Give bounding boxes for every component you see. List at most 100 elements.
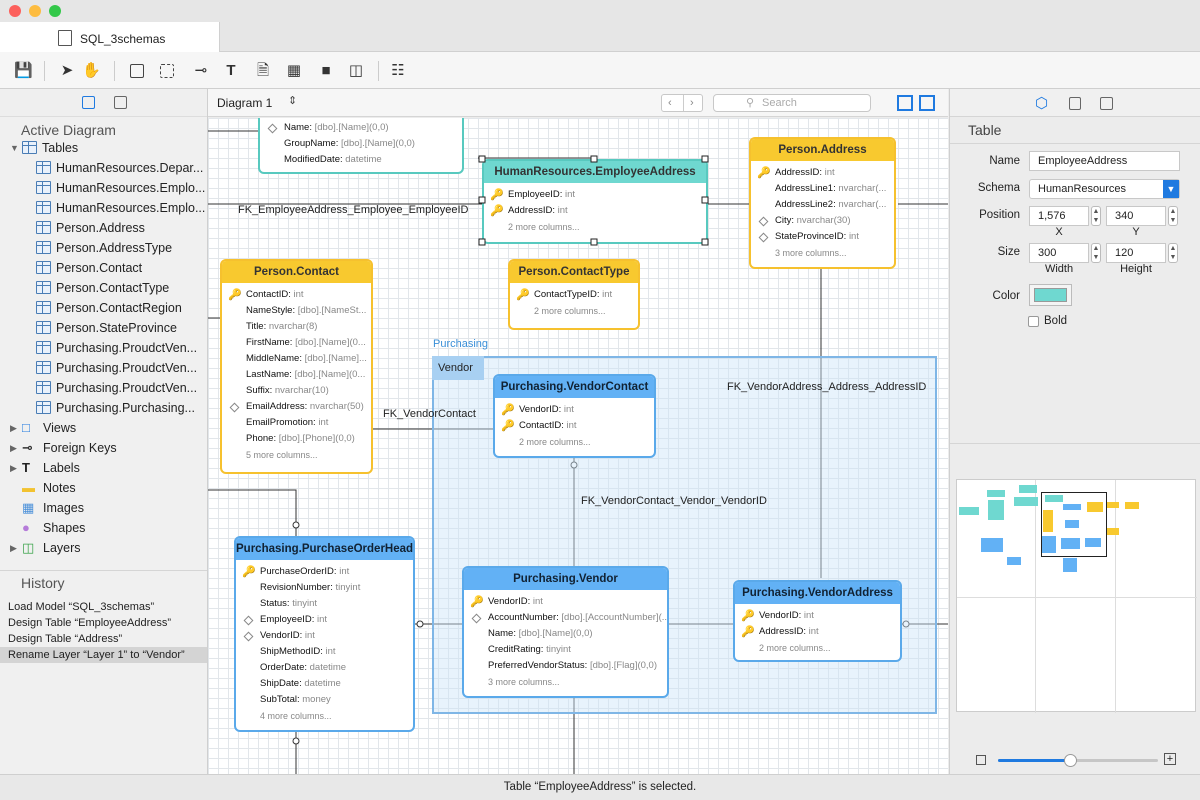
- width-stepper[interactable]: ▲▼: [1091, 243, 1101, 263]
- tree-group-views[interactable]: ▶□Views: [0, 418, 207, 438]
- position-y-field[interactable]: 340: [1106, 206, 1166, 226]
- tree-item-table[interactable]: Purchasing.ProudctVen...: [0, 378, 207, 398]
- disclosure-closed-icon[interactable]: ▶: [10, 443, 17, 453]
- column-row[interactable]: EmailAddress: nvarchar(50): [222, 399, 371, 415]
- column-row[interactable]: AccountNumber: [dbo].[AccountNumber](...: [464, 610, 667, 626]
- zoom-out-icon[interactable]: [976, 755, 986, 765]
- column-row[interactable]: CreditRating: tinyint: [464, 642, 667, 658]
- tree-group-layers[interactable]: ▶◫Layers: [0, 538, 207, 558]
- fk-label[interactable]: FK_EmployeeAddress_Employee_EmployeeID: [238, 204, 469, 216]
- table-card-vendor-address[interactable]: Purchasing.VendorAddress 🔑VendorID: int🔑…: [733, 580, 902, 662]
- diagram-list-icon[interactable]: [114, 96, 127, 109]
- zoom-in-icon[interactable]: +: [1164, 753, 1176, 765]
- table-card-vendor-contact[interactable]: Purchasing.VendorContact 🔑VendorID: int🔑…: [493, 374, 656, 458]
- table-inspector-icon[interactable]: ⬡: [1035, 95, 1049, 112]
- column-row[interactable]: RevisionNumber: tinyint: [236, 580, 413, 596]
- column-row[interactable]: MiddleName: [dbo].[Name]...: [222, 351, 371, 367]
- search-input[interactable]: ⚲ Search: [713, 94, 871, 112]
- column-row[interactable]: VendorID: int: [236, 628, 413, 644]
- table-tool-icon[interactable]: [130, 64, 144, 78]
- diagram-objects-icon[interactable]: [82, 96, 95, 109]
- tree-item-table[interactable]: Person.Address: [0, 218, 207, 238]
- tree-group-shapes[interactable]: ●Shapes: [0, 518, 207, 538]
- column-row[interactable]: StateProvinceID: int: [751, 229, 894, 245]
- color-well[interactable]: [1029, 284, 1072, 306]
- column-row[interactable]: 🔑ContactTypeID: int: [510, 287, 638, 303]
- column-row[interactable]: ModifiedDate: datetime: [260, 152, 462, 168]
- column-row[interactable]: EmailPromotion: int: [222, 415, 371, 431]
- column-row[interactable]: ShipDate: datetime: [236, 676, 413, 692]
- tree-item-table[interactable]: HumanResources.Emplo...: [0, 198, 207, 218]
- toggle-left-panel-icon[interactable]: [897, 95, 913, 111]
- tree-item-table[interactable]: Person.Contact: [0, 258, 207, 278]
- position-x-field[interactable]: 1,576: [1029, 206, 1089, 226]
- column-row[interactable]: 🔑PurchaseOrderID: int: [236, 564, 413, 580]
- tree-item-table[interactable]: HumanResources.Emplo...: [0, 178, 207, 198]
- diagram-canvas[interactable]: Vendor Purchasing Name: [dbo].[Name](0,0…: [208, 118, 948, 774]
- column-row[interactable]: NameStyle: [dbo].[NameSt...: [222, 303, 371, 319]
- position-y-stepper[interactable]: ▲▼: [1168, 206, 1178, 226]
- name-field[interactable]: EmployeeAddress: [1029, 151, 1180, 171]
- tree-item-table[interactable]: Purchasing.ProudctVen...: [0, 358, 207, 378]
- column-row[interactable]: Name: [dbo].[Name](0,0): [260, 120, 462, 136]
- tree-item-table[interactable]: Purchasing.ProudctVen...: [0, 338, 207, 358]
- column-row[interactable]: 🔑VendorID: int: [495, 402, 654, 418]
- tree-tables-group[interactable]: ▼Tables: [0, 138, 207, 158]
- column-row[interactable]: Phone: [dbo].[Phone](0,0): [222, 431, 371, 447]
- zoom-slider[interactable]: [998, 754, 1158, 767]
- position-x-stepper[interactable]: ▲▼: [1091, 206, 1101, 226]
- more-columns-link[interactable]: 4 more columns...: [260, 711, 332, 721]
- tree-item-table[interactable]: Person.StateProvince: [0, 318, 207, 338]
- tree-group-images[interactable]: ▦Images: [0, 498, 207, 518]
- diagram-inspector-icon[interactable]: [1069, 97, 1081, 110]
- column-row[interactable]: 🔑AddressID: int: [751, 165, 894, 181]
- view-tool-icon[interactable]: [160, 64, 174, 78]
- auto-layout-icon[interactable]: ☷: [391, 62, 405, 79]
- schema-select[interactable]: HumanResources ▼: [1029, 179, 1180, 199]
- column-row[interactable]: ShipMethodID: int: [236, 644, 413, 660]
- layer-tool-icon[interactable]: ◫: [348, 62, 364, 79]
- height-stepper[interactable]: ▲▼: [1168, 243, 1178, 263]
- disclosure-open-icon[interactable]: ▼: [10, 143, 19, 153]
- foreign-key-tool-icon[interactable]: ⊸: [194, 62, 208, 79]
- diagram-selector-chevron-icon[interactable]: ⇕: [288, 95, 298, 107]
- close-window-button[interactable]: [9, 5, 21, 17]
- fk-label[interactable]: FK_VendorAddress_Address_AddressID: [727, 381, 927, 393]
- document-tab[interactable]: SQL_3schemas: [0, 22, 220, 52]
- fk-label[interactable]: FK_VendorContact: [383, 408, 476, 420]
- more-columns-link[interactable]: 2 more columns...: [534, 306, 606, 316]
- label-tool-icon[interactable]: T: [226, 62, 236, 79]
- column-row[interactable]: Name: [dbo].[Name](0,0): [464, 626, 667, 642]
- hand-tool-icon[interactable]: ✋: [82, 62, 101, 79]
- more-columns-link[interactable]: 2 more columns...: [759, 643, 831, 653]
- tree-item-table[interactable]: Person.ContactRegion: [0, 298, 207, 318]
- more-columns-link[interactable]: 2 more columns...: [519, 437, 591, 447]
- column-row[interactable]: SubTotal: money: [236, 692, 413, 708]
- history-item[interactable]: Design Table “EmployeeAddress”: [8, 617, 172, 629]
- height-field[interactable]: 120: [1106, 243, 1166, 263]
- save-icon[interactable]: 💾: [14, 62, 33, 79]
- tree-item-table[interactable]: Person.ContactType: [0, 278, 207, 298]
- column-row[interactable]: 🔑EmployeeID: int: [484, 187, 706, 203]
- tree-item-table[interactable]: Purchasing.Purchasing...: [0, 398, 207, 418]
- note-tool-icon[interactable]: 🗎: [256, 62, 270, 79]
- zoom-slider-handle[interactable]: [1064, 754, 1077, 767]
- column-row[interactable]: Status: tinyint: [236, 596, 413, 612]
- history-item[interactable]: Load Model “SQL_3schemas”: [8, 601, 155, 613]
- history-item[interactable]: Design Table “Address”: [8, 633, 123, 645]
- column-row[interactable]: Title: nvarchar(8): [222, 319, 371, 335]
- table-card-top[interactable]: Name: [dbo].[Name](0,0)GroupName: [dbo].…: [258, 118, 464, 174]
- disclosure-closed-icon[interactable]: ▶: [10, 423, 17, 433]
- column-row[interactable]: GroupName: [dbo].[Name](0,0): [260, 136, 462, 152]
- table-card-purchase-order-header[interactable]: Purchasing.PurchaseOrderHeader 🔑Purchase…: [234, 536, 415, 732]
- more-columns-link[interactable]: 3 more columns...: [488, 677, 560, 687]
- toggle-right-panel-icon[interactable]: [919, 95, 935, 111]
- tree-item-table[interactable]: HumanResources.Depar...: [0, 158, 207, 178]
- more-columns-link[interactable]: 2 more columns...: [508, 222, 580, 232]
- column-row[interactable]: 🔑AddressID: int: [735, 624, 900, 640]
- column-row[interactable]: AddressLine2: nvarchar(...: [751, 197, 894, 213]
